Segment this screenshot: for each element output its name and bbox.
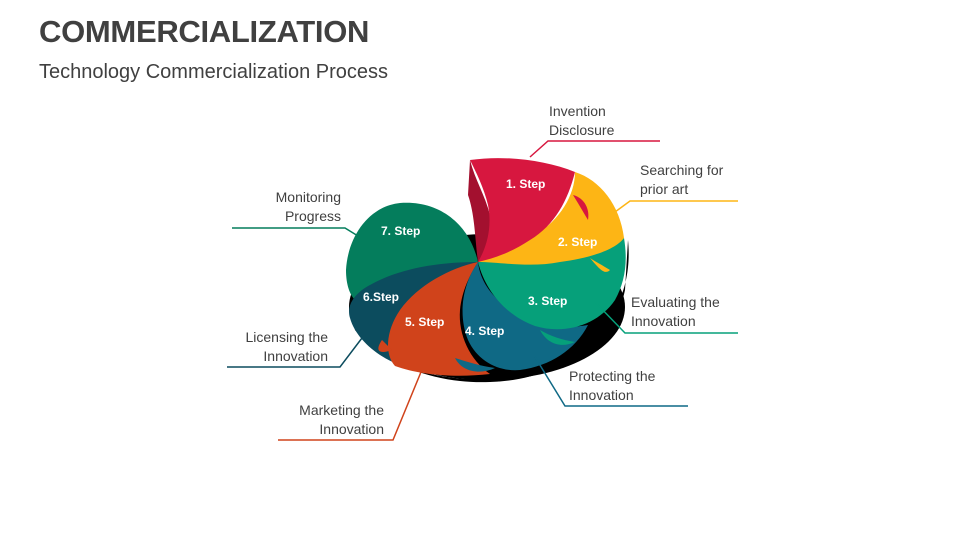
connector-step-5	[278, 371, 422, 441]
label-step-4-line2: Innovation	[569, 387, 634, 403]
label-step-4: Protecting the Innovation	[569, 367, 655, 405]
connector-step-6	[227, 337, 363, 368]
label-step-7-line1: Monitoring	[275, 189, 341, 205]
step-6-badge: 6.Step	[363, 290, 399, 304]
page-subtitle: Technology Commercialization Process	[39, 61, 389, 83]
label-step-6-line2: Innovation	[263, 348, 328, 364]
label-step-2-line2: prior art	[640, 181, 689, 197]
segment-step-2[interactable]	[478, 172, 624, 265]
page-title: COMMERCIALIZATION	[39, 14, 370, 49]
step-5-badge: 5. Step	[405, 315, 444, 329]
connector-step-4	[534, 356, 688, 407]
segment-step-4-hook	[455, 358, 495, 372]
label-step-5-line2: Innovation	[319, 421, 384, 437]
label-step-6-line1: Licensing the	[245, 329, 328, 345]
label-step-7-line2: Progress	[284, 208, 341, 224]
label-step-6: Licensing the Innovation	[208, 328, 328, 366]
label-step-1-line1: Invention	[549, 103, 606, 119]
step-7-badge: 7. Step	[381, 224, 420, 238]
segment-step-3[interactable]	[478, 238, 626, 330]
label-step-2: Searching for prior art	[640, 161, 723, 199]
segment-step-1-side	[468, 160, 491, 262]
label-step-3-line1: Evaluating the	[631, 294, 720, 310]
label-step-7: Monitoring Progress	[221, 188, 341, 226]
segment-step-7[interactable]	[346, 202, 478, 300]
label-step-3-line2: Innovation	[631, 313, 696, 329]
connector-step-1	[529, 140, 660, 158]
label-step-5: Marketing the Innovation	[264, 401, 384, 439]
connector-step-3	[594, 301, 738, 334]
connector-step-2	[614, 200, 738, 213]
segment-step-3-hook	[540, 330, 575, 345]
label-step-5-line1: Marketing the	[299, 402, 384, 418]
step-2-badge: 2. Step	[558, 235, 597, 249]
segment-step-5-hook	[378, 340, 392, 352]
segment-step-2-hook	[590, 258, 610, 272]
step-4-badge: 4. Step	[465, 324, 504, 338]
label-step-4-line1: Protecting the	[569, 368, 656, 384]
step-3-badge: 3. Step	[528, 294, 567, 308]
segment-step-6[interactable]	[349, 262, 478, 365]
segment-step-1[interactable]	[470, 158, 575, 262]
label-step-1: Invention Disclosure	[549, 102, 614, 140]
segment-step-5[interactable]	[388, 262, 490, 376]
label-step-1-line2: Disclosure	[549, 122, 615, 138]
connector-step-7	[232, 227, 359, 237]
label-step-2-line1: Searching for	[640, 162, 724, 178]
segment-step-1-hook	[573, 195, 589, 220]
step-1-badge: 1. Step	[506, 177, 545, 191]
label-step-3: Evaluating the Innovation	[631, 293, 720, 331]
